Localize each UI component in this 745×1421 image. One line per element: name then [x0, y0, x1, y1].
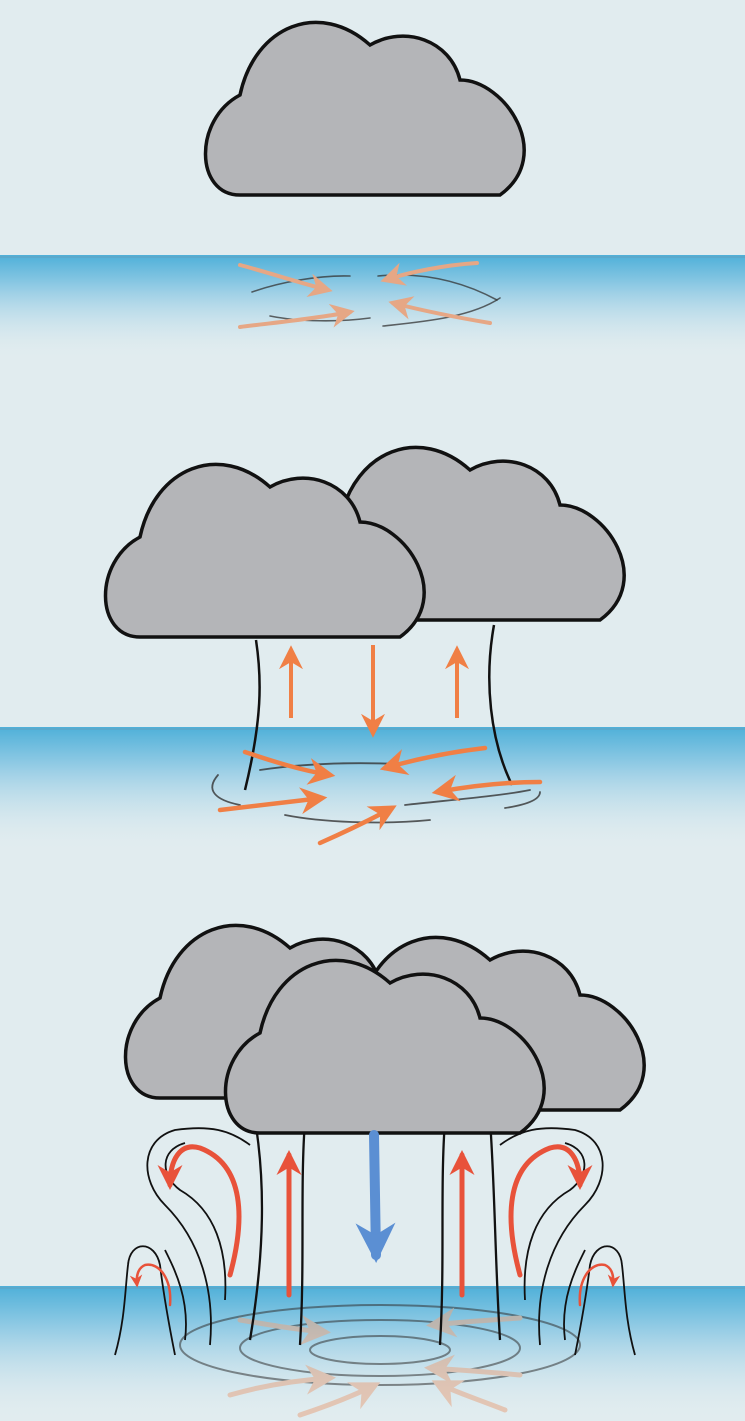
ocean-surface-1 — [0, 255, 745, 360]
downdraft-arrow — [374, 1135, 376, 1255]
ocean-surface-3 — [0, 1286, 745, 1421]
ocean-surface-2 — [0, 727, 745, 852]
